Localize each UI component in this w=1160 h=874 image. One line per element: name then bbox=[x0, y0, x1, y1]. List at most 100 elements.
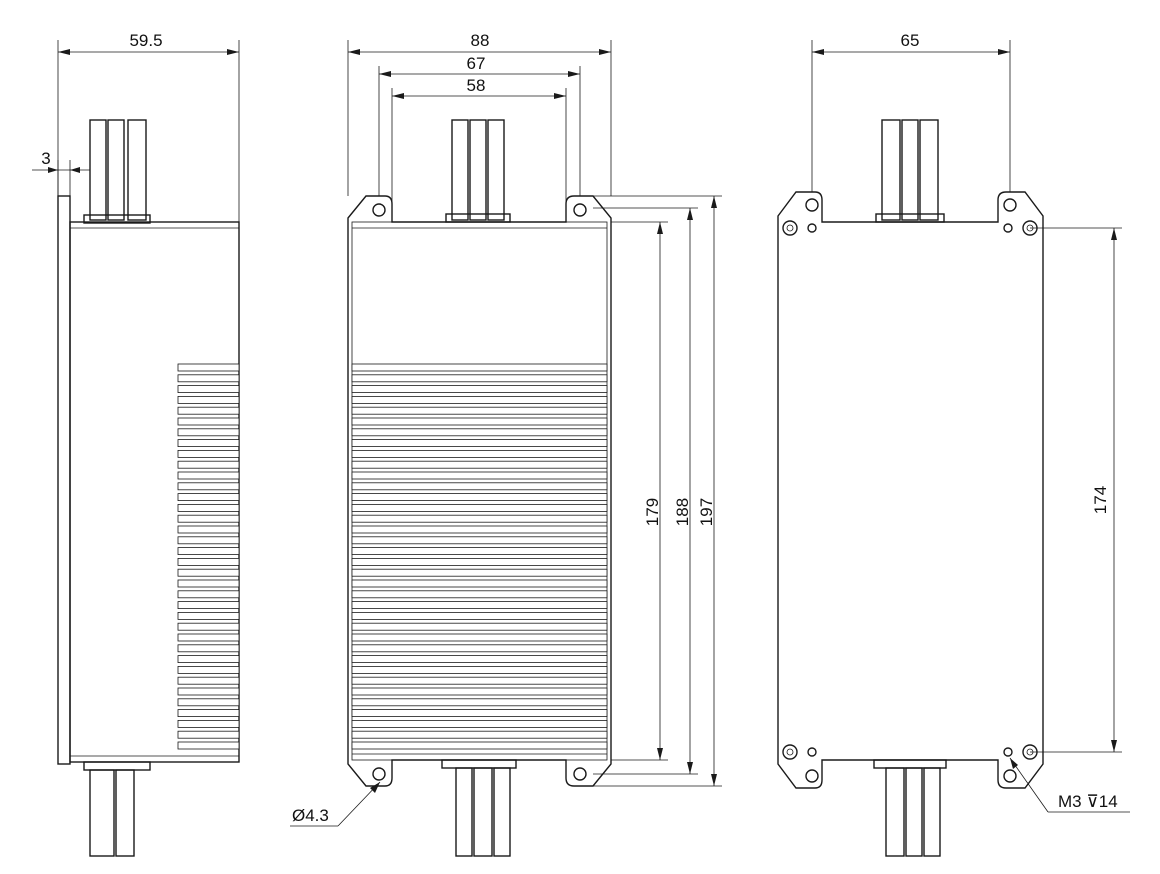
dimension-rear-hole-spacing-y: 174 bbox=[1030, 227, 1122, 753]
fin bbox=[177, 363, 240, 372]
fin bbox=[177, 536, 240, 545]
fin bbox=[351, 385, 608, 394]
dimension-front-hole-spacing-outer: 67 bbox=[378, 54, 581, 196]
rear-view-mounting-hole-bottom-right bbox=[1003, 769, 1017, 783]
fin bbox=[177, 666, 240, 674]
fin bbox=[177, 471, 240, 480]
dimension-label-front-height-mid: 188 bbox=[673, 498, 692, 526]
fin bbox=[351, 579, 608, 588]
dimension-label-side-width: 59.5 bbox=[129, 31, 162, 50]
front-view: 88 67 58 179 bbox=[290, 31, 722, 857]
fin bbox=[351, 536, 608, 545]
front-view-bottom-cables bbox=[441, 759, 517, 857]
fin bbox=[351, 676, 608, 685]
thread-callout: M3 ⊽14 bbox=[1009, 757, 1130, 813]
fin bbox=[351, 590, 608, 599]
fin bbox=[351, 741, 608, 750]
fin bbox=[351, 633, 608, 642]
fin bbox=[177, 687, 240, 696]
fin bbox=[351, 612, 608, 620]
fin bbox=[351, 687, 608, 696]
fin bbox=[351, 406, 608, 415]
fin bbox=[351, 547, 608, 555]
fin bbox=[351, 622, 608, 631]
fin bbox=[351, 482, 608, 491]
dimension-label-front-height-inner: 179 bbox=[643, 498, 662, 526]
fin bbox=[177, 385, 240, 394]
fin bbox=[177, 698, 240, 707]
dimension-label-front-hole-spacing-inner: 58 bbox=[467, 76, 486, 95]
dimension-front-hole-spacing-inner: 58 bbox=[391, 76, 567, 204]
front-view-top-cables bbox=[445, 119, 511, 223]
fin bbox=[351, 395, 608, 404]
dimension-label-front-width: 88 bbox=[471, 31, 490, 50]
fin bbox=[177, 720, 240, 728]
fin bbox=[177, 622, 240, 631]
dimension-label-rear-hole-spacing-y: 174 bbox=[1091, 486, 1110, 514]
side-view-body bbox=[69, 221, 240, 763]
fin bbox=[177, 439, 240, 448]
fin bbox=[177, 374, 240, 383]
fin bbox=[177, 590, 240, 599]
front-view-mounting-hole-top-right bbox=[573, 203, 587, 217]
fin bbox=[177, 406, 240, 415]
rear-view-screws bbox=[782, 220, 1038, 760]
side-view-fins bbox=[177, 363, 240, 750]
front-view-mounting-hole-top-left bbox=[372, 203, 386, 217]
fin bbox=[177, 601, 240, 609]
fin bbox=[351, 417, 608, 426]
fin bbox=[177, 395, 240, 404]
dimension-plate-thickness: 3 bbox=[32, 149, 90, 196]
fin bbox=[177, 558, 240, 566]
fin bbox=[351, 449, 608, 458]
fin bbox=[351, 709, 608, 717]
fin bbox=[177, 612, 240, 620]
dimension-label-front-height-overall: 197 bbox=[697, 498, 716, 526]
rear-view-mounting-hole-top-right bbox=[1003, 198, 1017, 212]
fin bbox=[177, 633, 240, 642]
dimension-label-hole-diameter: Ø4.3 bbox=[292, 806, 329, 825]
front-view-mounting-hole-bottom-right bbox=[573, 767, 587, 781]
front-view-mounting-hole-bottom-left bbox=[372, 767, 386, 781]
fin bbox=[351, 471, 608, 480]
dimension-front-width: 88 bbox=[347, 31, 612, 196]
fin bbox=[177, 428, 240, 437]
fin bbox=[351, 374, 608, 383]
fin bbox=[351, 655, 608, 663]
rear-view-mounting-hole-top-left bbox=[805, 198, 819, 212]
fin bbox=[177, 655, 240, 663]
side-view: 59.5 3 bbox=[32, 31, 240, 857]
fin bbox=[177, 417, 240, 426]
fin bbox=[177, 460, 240, 469]
fin bbox=[351, 439, 608, 448]
dimension-label-rear-hole-spacing-x: 65 bbox=[901, 31, 920, 50]
fin bbox=[351, 503, 608, 512]
fin bbox=[177, 514, 240, 523]
dimension-front-height-overall: 197 bbox=[593, 195, 722, 787]
side-view-mounting-plate bbox=[57, 195, 71, 765]
rear-view-bottom-cables bbox=[873, 759, 947, 857]
fin bbox=[351, 698, 608, 707]
fin bbox=[177, 741, 240, 750]
fin bbox=[177, 579, 240, 588]
fin bbox=[177, 547, 240, 555]
hole-diameter-callout: Ø4.3 bbox=[290, 781, 381, 827]
fin bbox=[351, 514, 608, 523]
dimension-label-front-hole-spacing-outer: 67 bbox=[467, 54, 486, 73]
side-view-bottom-cables bbox=[83, 761, 151, 857]
fin bbox=[177, 568, 240, 577]
rear-view-housing-outline bbox=[777, 191, 1044, 789]
fin bbox=[351, 601, 608, 609]
fin bbox=[177, 709, 240, 717]
fin bbox=[177, 493, 240, 502]
rear-view-mounting-hole-bottom-left bbox=[805, 769, 819, 783]
fin bbox=[177, 449, 240, 458]
rear-view: 65 174 M3 ⊽14 bbox=[777, 31, 1130, 857]
front-view-housing-outline bbox=[347, 195, 612, 787]
fin bbox=[351, 363, 608, 372]
fin bbox=[351, 666, 608, 674]
fin bbox=[177, 676, 240, 685]
fin bbox=[177, 730, 240, 739]
dimension-front-height-mid: 188 bbox=[593, 207, 698, 775]
